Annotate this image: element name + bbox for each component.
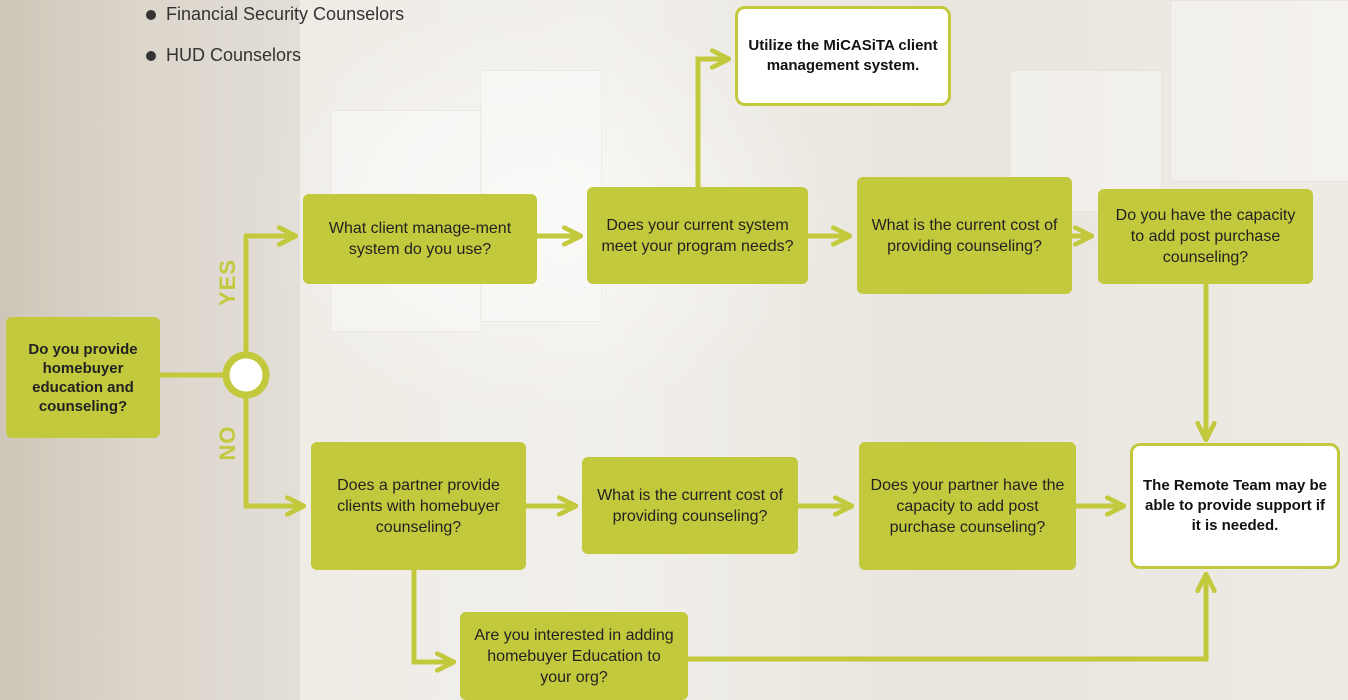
no-step-current-cost: What is the current cost of providing co… [582,457,798,554]
wood-plank [1170,0,1348,182]
decision-node-icon [222,351,270,399]
no-branch-label: NO [215,425,240,461]
start-question-box: Do you provide homebuyer education and c… [6,317,160,438]
micasita-recommendation-box: Utilize the MiCASiTA client management s… [735,6,951,106]
no-step-partner-capacity: Does your partner have the capacity to a… [859,442,1076,570]
bullet-dot-icon [146,9,156,20]
yes-branch-label: YES [215,258,240,306]
outcome-remote-team-box: The Remote Team may be able to provide s… [1130,443,1340,569]
yes-step-capacity-post-purchase: Do you have the capacity to add post pur… [1098,189,1313,284]
bullet-item: HUD Counselors [146,35,404,76]
connector-no-1-to-interest [411,570,454,662]
connector-to-micasita [695,59,729,187]
yes-step-system-meets-needs: Does your current system meet your progr… [587,187,808,284]
no-step-interest-in-education: Are you interested in adding homebuyer E… [460,612,688,700]
no-step-partner-counseling: Does a partner provide clients with home… [311,442,526,570]
yes-step-client-management-system: What client manage-ment system do you us… [303,194,537,284]
connector-interest-to-outcome [688,574,1206,662]
counselor-bullet-list: Financial Security Counselors HUD Counse… [146,0,404,76]
bullet-dot-icon [146,50,156,61]
bullet-item: Financial Security Counselors [146,0,404,35]
yes-step-current-cost: What is the current cost of providing co… [857,177,1072,294]
